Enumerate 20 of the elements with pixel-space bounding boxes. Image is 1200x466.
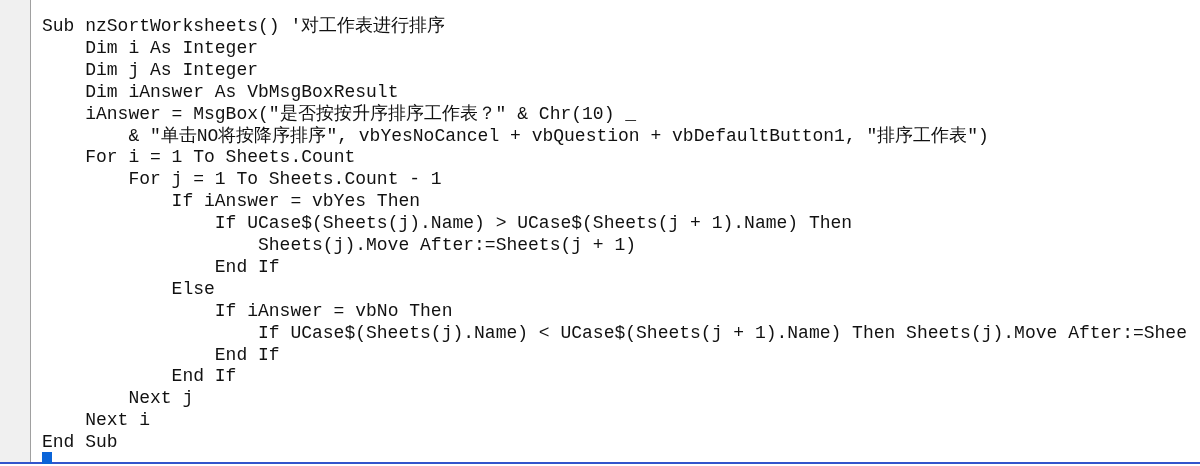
code-line: Dim i As Integer	[85, 36, 258, 59]
code-line: End If	[214, 343, 280, 366]
code-line: Next i	[85, 409, 150, 432]
code-line: If UCase$(Sheets(j).Name) > UCase$(Sheets(j + 1).Name) Then	[214, 212, 853, 235]
code-line: Dim iAnswer As VbMsgBoxResult	[85, 80, 399, 103]
code-line: iAnswer = MsgBox("是否按按升序排序工作表？" & Chr(10) _	[85, 102, 637, 125]
code-line: & "单击NO将按降序排序", vbYesNoCancel + vbQuestion + vbDefaultButton1, "排序工作表")	[128, 124, 989, 147]
code-line: End If	[214, 255, 280, 278]
code-line: If UCase$(Sheets(j).Name) < UCase$(Sheets(j + 1).Name) Then Sheets(j).Move After:=Shee	[258, 321, 1187, 344]
code-line: Dim j As Integer	[85, 58, 258, 81]
code-line: Sheets(j).Move After:=Sheets(j + 1)	[258, 234, 637, 256]
code-line: If iAnswer = vbNo Then	[214, 299, 453, 322]
code-line: End Sub	[42, 431, 118, 454]
code-line: For i = 1 To Sheets.Count	[85, 146, 356, 169]
code-line: Sub nzSortWorksheets() '对工作表进行排序	[42, 15, 446, 37]
code-line: If iAnswer = vbYes Then	[171, 190, 421, 213]
code-line: End If	[171, 365, 237, 388]
code-line: Next j	[128, 387, 194, 410]
code-line: For j = 1 To Sheets.Count - 1	[128, 168, 442, 191]
code-line: Else	[171, 277, 215, 300]
